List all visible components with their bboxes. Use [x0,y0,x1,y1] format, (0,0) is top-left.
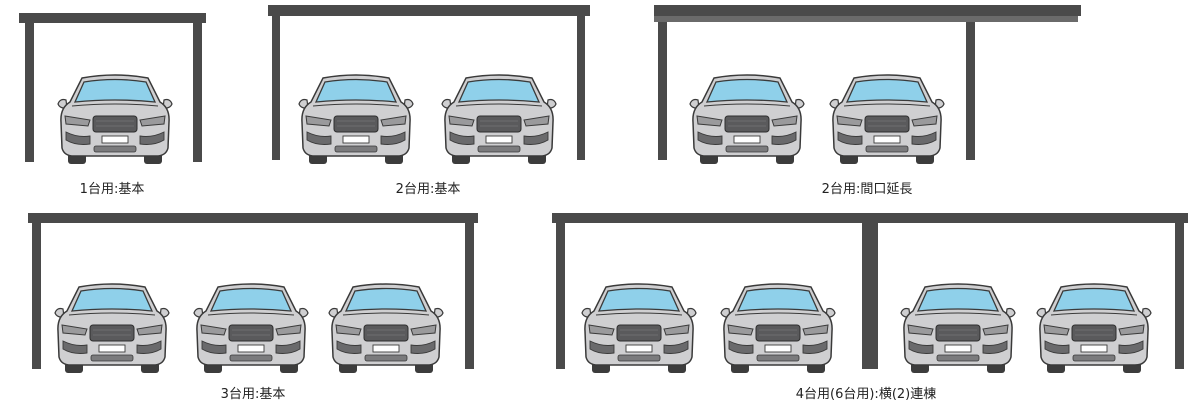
post-right [193,23,202,162]
roof [19,13,206,23]
roof [28,213,478,223]
roof [654,5,1081,16]
layout-1car: 1台用:基本 [19,13,206,197]
caption: 2台用:基本 [396,182,461,197]
car-icon [57,74,173,165]
roof-edge [654,16,1078,22]
layout-4car: 4台用(6台用):横(2)連棟 [552,213,1188,402]
car-icon [829,74,945,165]
layout-2car-basic: 2台用:基本 [268,5,590,197]
post-left [272,16,280,160]
car-icon [298,74,414,165]
roof [268,5,590,16]
car-icon [689,74,805,165]
car-icon [54,283,170,374]
caption: 1台用:基本 [80,182,145,197]
post-left [32,223,41,369]
post-right [465,223,474,369]
post-left [658,22,667,160]
car-icon [441,74,557,165]
car-icon [1036,283,1152,374]
car-icon [193,283,309,374]
post-center [862,223,878,369]
car-icon [900,283,1016,374]
car-icon [720,283,836,374]
layout-2car-wide: 2台用:間口延長 [654,5,1081,197]
post-right [966,22,975,160]
car-icon [328,283,444,374]
caption: 3台用:基本 [221,387,286,402]
layout-3car: 3台用:基本 [28,213,478,402]
caption: 2台用:間口延長 [822,182,913,197]
post-right [577,16,585,160]
post-left [25,23,34,162]
post-left [556,223,565,369]
post-right [1175,223,1184,369]
car-icon [581,283,697,374]
caption: 4台用(6台用):横(2)連棟 [796,387,936,402]
roof [552,213,1188,223]
